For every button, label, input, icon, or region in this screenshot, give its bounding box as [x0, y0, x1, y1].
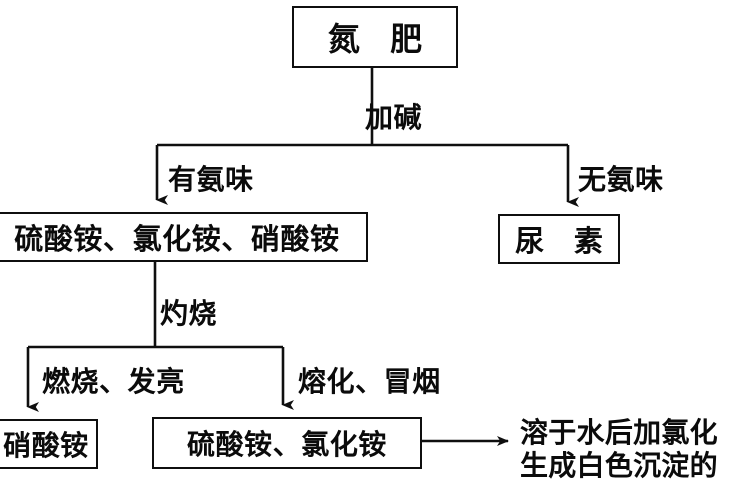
node-ammonium-salts[interactable]: 硫酸铵、氯化铵、硝酸铵 — [0, 212, 368, 262]
edge-label-ignite: 灼烧 — [160, 297, 218, 330]
annotation-white-precipitate-line-1: 溶于水后加氯化 — [520, 416, 718, 449]
node-ammonium-sulfate-chloride-label: 硫酸铵、氯化铵 — [187, 428, 387, 461]
node-nitrogen-fertilizer-label: 氮 肥 — [327, 20, 432, 58]
edge-label-burn-and-glow: 燃烧、发亮 — [42, 365, 185, 398]
annotation-white-precipitate: 溶于水后加氯化 生成白色沉淀的 — [520, 416, 718, 482]
node-ammonium-salts-label: 硫酸铵、氯化铵、硝酸铵 — [14, 222, 340, 256]
edge-label-melt-and-smoke: 熔化、冒烟 — [298, 365, 441, 398]
node-ammonium-sulfate-chloride[interactable]: 硫酸铵、氯化铵 — [152, 417, 422, 469]
annotation-white-precipitate-line-2: 生成白色沉淀的 — [520, 449, 718, 483]
edge-label-add-alkali: 加碱 — [365, 101, 423, 134]
node-ammonium-nitrate-label: 硝酸铵 — [3, 429, 89, 462]
node-urea[interactable]: 尿 素 — [498, 214, 620, 264]
node-urea-label: 尿 素 — [515, 224, 613, 258]
node-nitrogen-fertilizer[interactable]: 氮 肥 — [292, 6, 458, 68]
edge-label-no-ammonia-smell: 无氨味 — [578, 163, 664, 196]
edge-label-has-ammonia-smell: 有氨味 — [168, 163, 254, 196]
node-ammonium-nitrate[interactable]: 硝酸铵 — [0, 419, 98, 469]
